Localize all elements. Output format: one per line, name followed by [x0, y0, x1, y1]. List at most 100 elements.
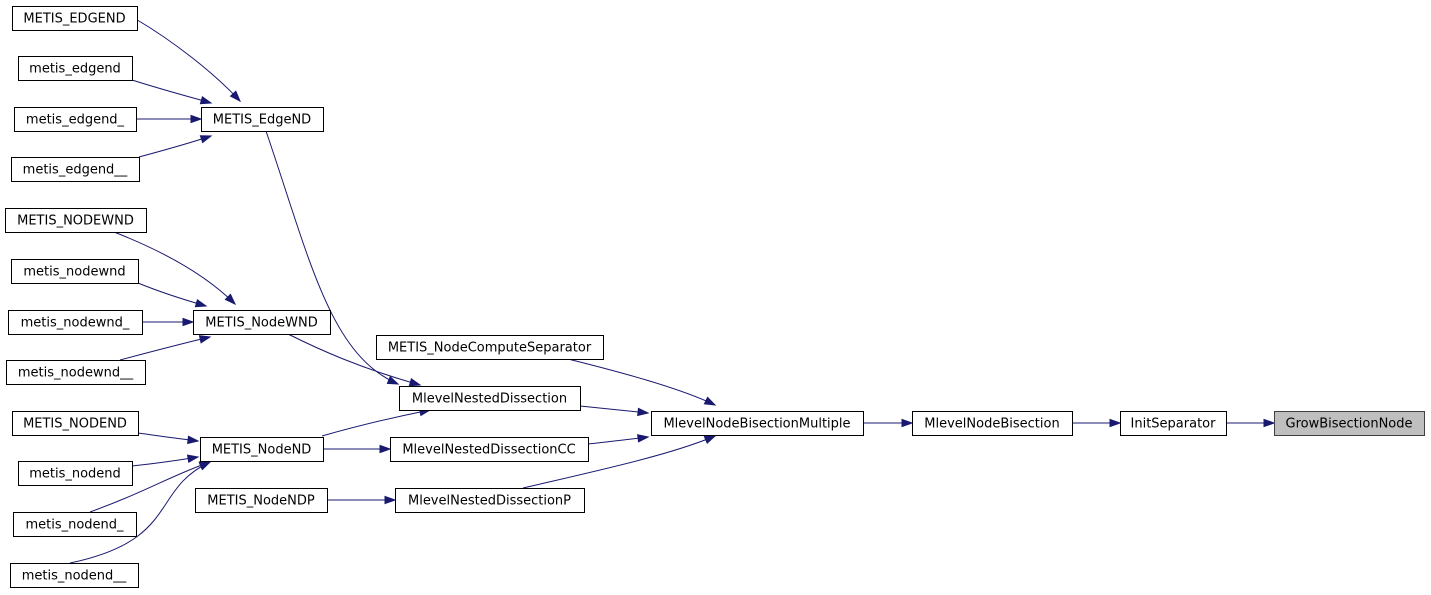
edge-edgend_up-to-edgeND	[133, 17, 242, 103]
node-box	[399, 386, 581, 411]
node-metis-nodend[interactable]: METIS_NODEND	[12, 411, 139, 436]
node-metis-edgend--[interactable]: metis_edgend__	[11, 157, 140, 182]
arrowhead-icon	[901, 418, 914, 428]
node-metis-nodend[interactable]: metis_nodend	[18, 461, 133, 486]
node-metis-nodend-[interactable]: metis_nodend_	[13, 512, 137, 537]
edge-nodewnd_up-to-nodeWND	[113, 231, 237, 306]
arrowhead-icon	[190, 114, 203, 124]
node-label: metis_nodewnd	[23, 265, 125, 280]
node-mlevelnesteddissectionp[interactable]: MlevelNestedDissectionP	[395, 488, 585, 513]
node-box	[395, 488, 585, 513]
edge-line	[567, 358, 716, 406]
node-label: METIS_NodeNDP	[207, 494, 315, 509]
node-label: METIS_NODEND	[23, 417, 127, 432]
arrowhead-icon	[408, 377, 422, 387]
node-box	[12, 411, 139, 436]
node-metis-nodendp[interactable]: METIS_NodeNDP	[195, 488, 328, 513]
node-metis-edgend-[interactable]: metis_edgend_	[14, 107, 137, 132]
node-box	[18, 56, 133, 81]
arrowhead-icon	[386, 375, 400, 385]
node-box	[5, 208, 147, 233]
node-metis-nodend--[interactable]: metis_nodend__	[10, 563, 139, 588]
node-label: metis_nodewnd_	[21, 316, 130, 331]
edge-nodewnd_lo1-to-nodeWND	[142, 317, 195, 327]
node-metis-edgend[interactable]: metis_edgend	[18, 56, 133, 81]
arrowhead-icon	[199, 135, 213, 144]
node-box	[18, 461, 133, 486]
node-label: metis_edgend_	[26, 113, 125, 128]
node-label: metis_edgend	[29, 62, 121, 77]
node-box	[1274, 411, 1425, 436]
node-label: METIS_NODEWND	[17, 214, 134, 229]
edge-mnd-to-mnbm	[579, 405, 650, 417]
arrowhead-icon	[1109, 418, 1122, 428]
edge-nodeND-to-mnd	[321, 407, 432, 437]
node-box	[912, 411, 1073, 436]
node-mlevelnesteddissectioncc[interactable]: MlevelNestedDissectionCC	[390, 437, 589, 462]
node-label: metis_nodewnd__	[18, 366, 134, 381]
node-label: GrowBisectionNode	[1286, 417, 1413, 432]
edge-line	[138, 135, 212, 158]
node-label: metis_nodend	[29, 467, 121, 482]
arrowhead-icon	[224, 293, 237, 306]
arrowhead-icon	[384, 495, 397, 505]
arrowhead-icon	[703, 435, 717, 445]
node-label: MlevelNestedDissectionCC	[402, 443, 575, 458]
node-initseparator[interactable]: InitSeparator	[1120, 411, 1227, 436]
edge-edgend_lo1-to-edgeND	[136, 114, 203, 124]
node-box	[11, 157, 140, 182]
node-mlevelnodebisectionmultiple[interactable]: MlevelNodeBisectionMultiple	[651, 411, 864, 436]
arrowhead-icon	[182, 317, 195, 327]
edge-line	[265, 130, 399, 385]
arrowhead-icon	[1263, 418, 1276, 428]
edge-nodeWND-to-mnd	[287, 333, 422, 387]
arrowhead-icon	[187, 435, 200, 445]
node-label: metis_nodend_	[25, 518, 124, 533]
arrowhead-icon	[186, 454, 200, 463]
node-growbisectionnode[interactable]: GrowBisectionNode	[1274, 411, 1425, 436]
node-box	[193, 310, 331, 335]
node-label: MlevelNodeBisection	[924, 417, 1059, 432]
node-box	[11, 259, 139, 284]
edge-line	[69, 461, 211, 564]
node-metis-nodecomputeseparator[interactable]: METIS_NodeComputeSeparator	[376, 335, 604, 360]
node-box	[651, 411, 864, 436]
node-box	[14, 107, 137, 132]
node-label: metis_edgend__	[23, 163, 128, 178]
edges-layer	[69, 17, 1276, 564]
edge-mnbm-to-mnb	[863, 418, 914, 428]
node-metis-nodewnd-[interactable]: metis_nodewnd_	[8, 310, 143, 335]
node-label: MlevelNodeBisectionMultiple	[663, 417, 850, 432]
node-mlevelnodebisection[interactable]: MlevelNodeBisection	[912, 411, 1073, 436]
arrowhead-icon	[198, 335, 212, 344]
arrowhead-icon	[229, 90, 242, 103]
node-label: METIS_NodeND	[212, 443, 312, 458]
arrowhead-icon	[703, 396, 717, 406]
arrowhead-icon	[637, 434, 650, 443]
node-metis-edgend[interactable]: METIS_EdgeND	[201, 107, 324, 132]
edge-nodend_lo-to-nodeND	[131, 454, 200, 467]
node-metis-nodend[interactable]: METIS_NodeND	[200, 437, 324, 462]
arrowhead-icon	[637, 407, 650, 417]
node-label: METIS_NodeComputeSeparator	[388, 341, 592, 356]
node-box	[390, 437, 589, 462]
node-metis-nodewnd[interactable]: METIS_NODEWND	[5, 208, 147, 233]
node-box	[195, 488, 328, 513]
node-metis-edgend[interactable]: METIS_EDGEND	[12, 6, 138, 31]
node-metis-nodewnd[interactable]: METIS_NodeWND	[193, 310, 331, 335]
nodes-layer: METIS_EDGEND metis_edgend metis_edgend_met…	[5, 6, 1425, 588]
arrowhead-icon	[199, 95, 213, 105]
node-metis-nodewnd--[interactable]: metis_nodewnd__	[6, 360, 146, 385]
edge-line	[119, 336, 211, 361]
node-mlevelnesteddissection[interactable]: MlevelNestedDissection	[399, 386, 581, 411]
node-metis-nodewnd[interactable]: metis_nodewnd	[11, 259, 139, 284]
node-box	[200, 437, 324, 462]
edge-mnb-to-initsep	[1072, 418, 1122, 428]
edge-line	[131, 79, 212, 104]
edge-mndcc-to-mnbm	[587, 434, 650, 445]
node-label: MlevelNestedDissectionP	[408, 494, 571, 509]
edge-computesep-to-mnbm	[567, 358, 717, 406]
edge-line	[133, 17, 241, 102]
edge-edgeND-to-mnd	[265, 130, 400, 385]
edge-line	[321, 409, 431, 437]
